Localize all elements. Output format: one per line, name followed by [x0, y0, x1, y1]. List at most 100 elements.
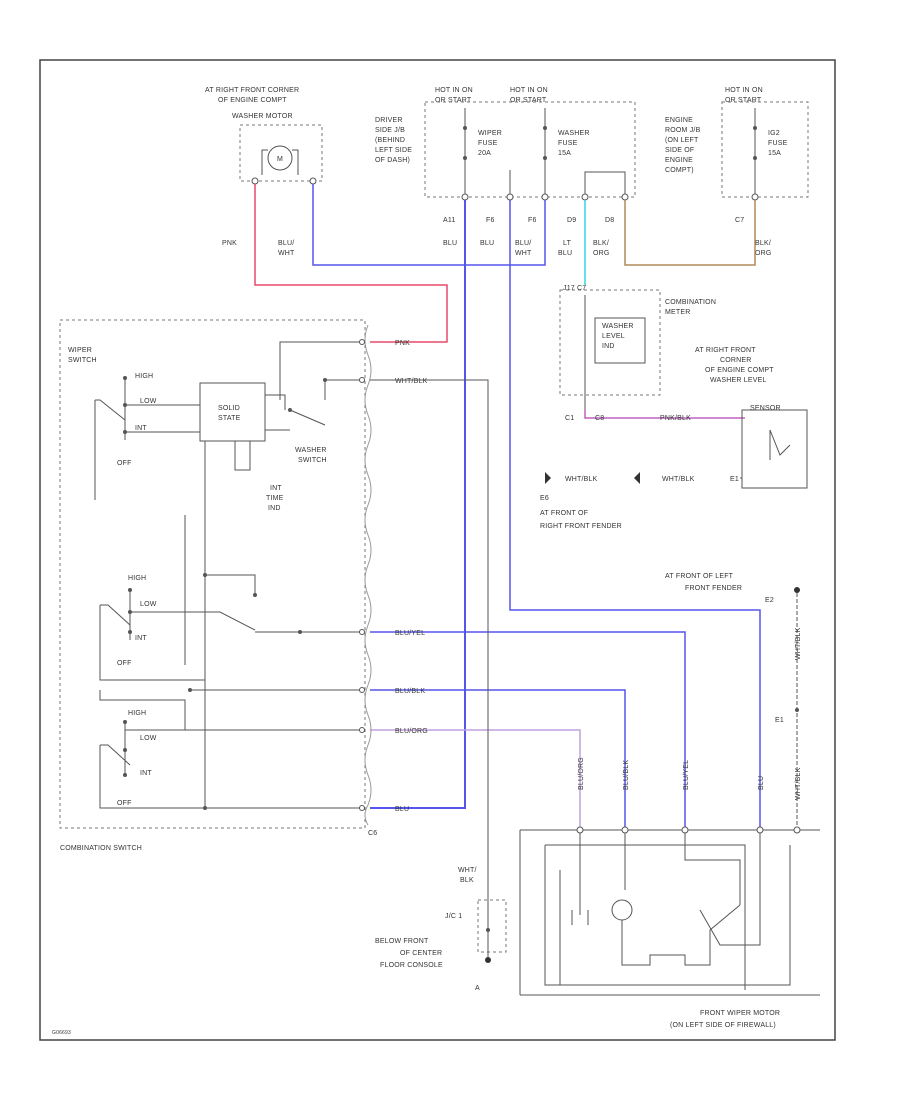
hot-label-2a: HOT IN ON	[510, 87, 548, 94]
wire-blu-1: BLU	[443, 240, 457, 247]
jb-label-5: OF DASH)	[375, 157, 410, 164]
jc1-3: OF CENTER	[400, 950, 442, 957]
ig2-1: IG2	[768, 130, 780, 137]
pin-e1b: E1	[775, 717, 784, 724]
combo-whtblk: WHT/BLK	[395, 378, 428, 385]
hot-label-1b: OR START	[435, 97, 472, 104]
washer-fuse-3: 15A	[558, 150, 571, 157]
front-wiper-motor: BLU/ORG BLU/BLK BLU/YEL BLU WHT/BLK	[519, 757, 820, 996]
lf-2: FRONT FENDER	[685, 585, 742, 592]
gnd-wire-a: WHT/	[458, 867, 477, 874]
pin-d9: D9	[567, 217, 576, 224]
washer-motor-label-2: OF ENGINE COMPT	[218, 97, 287, 104]
motor-m: M	[277, 156, 283, 163]
low-3: LOW	[140, 735, 157, 742]
driver-side-jb: HOT IN ON OR START HOT IN ON OR START DR…	[375, 87, 636, 224]
washer-level-sensor: AT RIGHT FRONT CORNER OF ENGINE COMPT WA…	[695, 347, 808, 489]
wire-ltblu-2: BLU	[558, 250, 572, 257]
high-3: HIGH	[128, 710, 146, 717]
int-3: INT	[140, 770, 152, 777]
low-2: LOW	[140, 601, 157, 608]
wire-bluwht-1: BLU/	[278, 240, 294, 247]
tan-wire	[624, 200, 756, 266]
hot-label-2b: OR START	[510, 97, 547, 104]
washer-switch-1: WASHER	[295, 447, 327, 454]
ejb-3: (ON LEFT	[665, 137, 699, 144]
combo-bluyel: BLU/YEL	[395, 630, 425, 637]
wls-4: WASHER LEVEL	[710, 377, 767, 384]
wire-blkorg2-1: BLK/	[755, 240, 771, 247]
ejb-2: ROOM J/B	[665, 127, 701, 134]
wls-2: CORNER	[720, 357, 752, 364]
high-2: HIGH	[128, 575, 146, 582]
fwm-label-2: (ON LEFT SIDE OF FIREWALL)	[670, 1022, 776, 1029]
jc1-4: FLOOR CONSOLE	[380, 962, 443, 969]
wls-5: SENSOR	[750, 405, 781, 412]
mw-2: BLU/BLK	[623, 760, 630, 790]
ig2-3: 15A	[768, 150, 781, 157]
ground-letter: A	[475, 985, 480, 992]
pin-c8: C8	[595, 415, 604, 422]
ig2-2: FUSE	[768, 140, 788, 147]
wls-1: AT RIGHT FRONT	[695, 347, 756, 354]
combo-pnk: PNK	[395, 340, 410, 347]
high-1: HIGH	[135, 373, 153, 380]
wiper-fuse-2: FUSE	[478, 140, 498, 147]
combination-switch-label: COMBINATION SWITCH	[60, 845, 142, 852]
off-1: OFF	[117, 460, 132, 467]
wiper-switch-1: WIPER	[68, 347, 92, 354]
pin-f6b: F6	[528, 217, 537, 224]
blu-main-wire	[370, 200, 466, 809]
ejb-4: SIDE OF	[665, 147, 694, 154]
washer-motor: AT RIGHT FRONT CORNER OF ENGINE COMPT WA…	[205, 87, 323, 185]
jc1-ground: WHT/ BLK J/C 1 BELOW FRONT OF CENTER FLO…	[375, 867, 507, 992]
fwm-label-1: FRONT WIPER MOTOR	[700, 1010, 780, 1017]
wli-3: IND	[602, 343, 615, 350]
washer-fuse-1: WASHER	[558, 130, 590, 137]
jc1-1: J/C 1	[445, 913, 462, 920]
pnk-blk-label: PNK/BLK	[660, 415, 691, 422]
mw-5: WHT/BLK	[795, 767, 802, 800]
blu-org-wire	[370, 729, 581, 830]
pnk-wire	[254, 184, 448, 343]
washer-motor-label-3: WASHER MOTOR	[232, 113, 293, 120]
pin-a11: A11	[443, 217, 456, 224]
blu-wht-wire-top	[312, 184, 546, 266]
hot-label-3a: HOT IN ON	[725, 87, 763, 94]
jc1-2: BELOW FRONT	[375, 938, 429, 945]
pnk-blk-wire	[584, 410, 745, 419]
low-1: LOW	[140, 398, 157, 405]
blu-yel-wire	[370, 631, 686, 830]
wiper-fuse-3: 20A	[478, 150, 491, 157]
wls-3: OF ENGINE COMPT	[705, 367, 774, 374]
int-1: INT	[135, 425, 147, 432]
pin-d8: D8	[605, 217, 614, 224]
ejb-6: COMPT)	[665, 167, 694, 174]
int-time-2: TIME	[266, 495, 284, 502]
mw-4: BLU	[758, 776, 765, 790]
combination-meter: J17 C7 COMBINATION METER WASHER LEVEL IN…	[559, 285, 716, 422]
int-time-1: INT	[270, 485, 282, 492]
meter-label-1: COMBINATION	[665, 299, 716, 306]
wire-blkorg-1: BLK/	[593, 240, 609, 247]
washer-fuse-2: FUSE	[558, 140, 578, 147]
left-fender-ground: AT FRONT OF LEFT FRONT FENDER E2 WHT/BLK…	[665, 573, 802, 830]
gnd-e1: E1	[730, 476, 739, 483]
blu-blk-wire	[370, 689, 626, 830]
jb-label-3: (BEHIND	[375, 137, 405, 144]
engine-room-jb: HOT IN ON OR START ENGINE ROOM J/B (ON L…	[665, 87, 809, 224]
gnd-wire-b: BLK	[460, 877, 474, 884]
off-2: OFF	[117, 660, 132, 667]
int-2: INT	[135, 635, 147, 642]
mw-1: BLU/ORG	[578, 757, 585, 790]
wiper-fuse-1: WIPER	[478, 130, 502, 137]
int-time-3: IND	[268, 505, 281, 512]
ejb-5: ENGINE	[665, 157, 693, 164]
jb-label-1: DRIVER	[375, 117, 403, 124]
motor-icon	[267, 145, 293, 171]
blu-wiper-feed	[509, 200, 761, 830]
diagram-border	[39, 59, 836, 1041]
combo-bluorg: BLU/ORG	[395, 728, 428, 735]
wiper-switch-2: SWITCH	[68, 357, 97, 364]
